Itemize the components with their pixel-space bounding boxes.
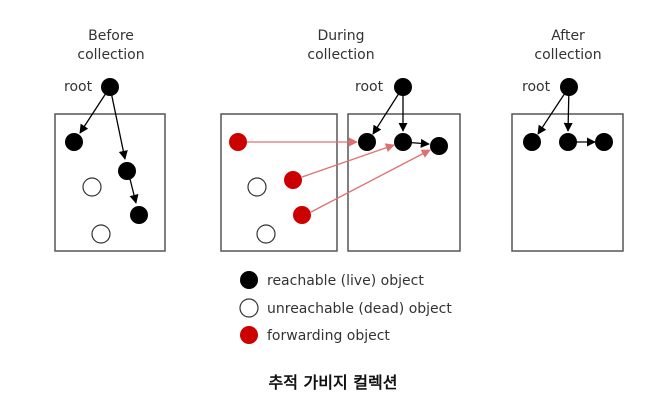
during-copied-object (394, 133, 412, 151)
during-pointer-arrow (372, 86, 404, 135)
after-heading-line1: After (551, 28, 585, 44)
forwarding-object (229, 133, 247, 151)
after-heap-box (511, 113, 624, 252)
forwarding-pointer-arrow (301, 143, 395, 178)
after-live-object (559, 133, 577, 151)
legend-forwarding-swatch (240, 326, 258, 344)
during-copied-object (358, 133, 376, 151)
forwarding-object (284, 171, 302, 189)
before-live-object (65, 133, 83, 151)
during-from-space-box (220, 113, 338, 252)
after-live-object (523, 133, 541, 151)
after-pointer-arrow (537, 86, 570, 135)
forwarding-object (293, 206, 311, 224)
before-root-label: root (64, 79, 93, 95)
after-root-label: root (522, 79, 551, 95)
during-copied-object (430, 137, 448, 155)
before-heading-line2: collection (77, 47, 144, 63)
before-heap-box (54, 113, 166, 252)
after-heading-line2: collection (534, 47, 601, 63)
before-root-object (101, 78, 119, 96)
during-root-label: root (355, 79, 384, 95)
after-live-object (595, 133, 613, 151)
before-dead-object (82, 177, 102, 197)
legend-dead-label: unreachable (dead) object (267, 301, 452, 317)
before-pointer-arrow (79, 86, 111, 134)
legend-dead-swatch (239, 298, 259, 318)
legend-forwarding-label: forwarding object (267, 328, 390, 344)
before-live-object (130, 206, 148, 224)
before-live-object (118, 162, 136, 180)
during-heading-line2: collection (307, 47, 374, 63)
forwarding-pointer-arrow (310, 149, 431, 213)
before-heading-line1: Before (88, 28, 134, 44)
legend-live-swatch (240, 271, 258, 289)
after-root-object (560, 78, 578, 96)
legend-live-label: reachable (live) object (267, 273, 424, 289)
during-dead-object (256, 224, 276, 244)
during-to-space-box (347, 113, 461, 252)
before-pointer-arrow (109, 86, 128, 160)
during-heading-line1: During (317, 28, 364, 44)
diagram-caption: 추적 가비지 컬렉션 (269, 373, 398, 392)
during-root-object (394, 78, 412, 96)
before-dead-object (91, 224, 111, 244)
during-dead-object (247, 177, 267, 197)
